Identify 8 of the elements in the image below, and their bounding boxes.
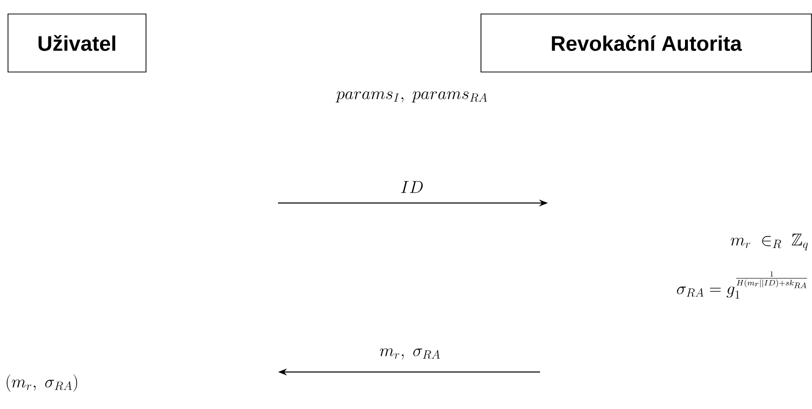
formula: $\sigma_{RA} = g_1^{\frac{1}{H(m_r||ID)+sk_{RA}}}$ <box>677 271 808 299</box>
formula: $m_r,\ \sigma_{RA}$ <box>380 348 440 360</box>
formula: $m_r\ \in_R\ \mathbb{Z}_q$ <box>730 234 808 250</box>
actor-box: Revokační Autorita <box>480 14 812 72</box>
formula: $ID$ <box>401 181 423 193</box>
formula: $(m_r,\ \sigma_{RA})$ <box>6 374 78 392</box>
formula: $params_I,\ params_{RA}$ <box>336 91 487 102</box>
actor-box: Uživatel <box>8 14 146 72</box>
